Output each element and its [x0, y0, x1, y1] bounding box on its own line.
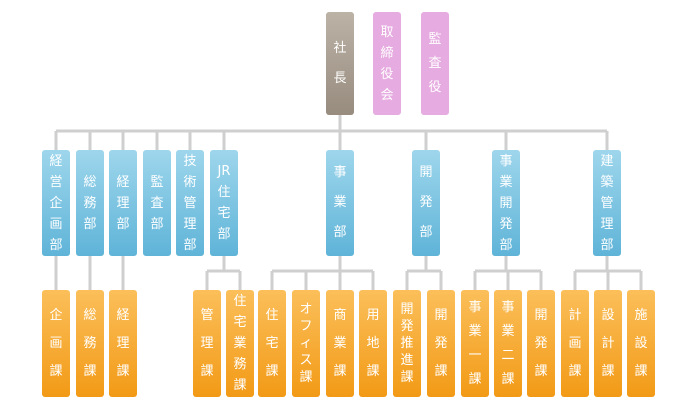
division-label: 総務部 — [83, 174, 97, 232]
division-box: 経営企画部 — [42, 150, 70, 256]
division-label: JR住宅部 — [217, 164, 231, 242]
division-label: 事業開発部 — [499, 153, 513, 253]
section-box: オフィス課 — [292, 290, 320, 397]
division-label: 経理部 — [116, 174, 130, 232]
section-label: 事業二課 — [501, 299, 515, 387]
division-label: 監査部 — [150, 174, 164, 232]
section-label: 開発推進課 — [400, 302, 414, 385]
section-box: 企画課 — [42, 290, 70, 397]
division-label: 技術管理部 — [183, 153, 197, 253]
division-box: 監査部 — [143, 150, 171, 256]
section-label: 総務課 — [83, 307, 97, 379]
section-box: 開発課 — [527, 290, 555, 397]
section-box: 開発課 — [427, 290, 455, 397]
division-box: 経理部 — [109, 150, 137, 256]
section-box: 住宅課 — [258, 290, 286, 397]
section-box: 開発推進課 — [393, 290, 421, 397]
president-label: 社長 — [333, 40, 347, 86]
division-box: 技術管理部 — [176, 150, 204, 256]
section-box: 経理課 — [109, 290, 137, 397]
board-of-directors-label: 取締役会 — [380, 24, 394, 103]
division-box: 事業部 — [326, 150, 354, 256]
board-of-directors-box: 取締役会 — [373, 12, 401, 115]
section-box: 用地課 — [359, 290, 387, 397]
section-box: 住宅業務課 — [226, 290, 254, 397]
section-box: 施設課 — [627, 290, 655, 397]
section-label: 経理課 — [116, 307, 130, 379]
section-label: 用地課 — [366, 307, 380, 379]
section-box: 管理課 — [193, 290, 221, 397]
section-label: 設計課 — [601, 307, 615, 379]
division-box: 事業開発部 — [492, 150, 520, 256]
division-label: 経営企画部 — [49, 153, 63, 253]
section-box: 事業一課 — [461, 290, 489, 397]
president-box: 社長 — [326, 12, 354, 115]
section-label: 施設課 — [634, 307, 648, 379]
division-label: 事業部 — [333, 165, 347, 240]
section-box: 総務課 — [76, 290, 104, 397]
section-label: 開発課 — [534, 307, 548, 379]
auditor-box: 監査役 — [421, 12, 449, 115]
section-label: 住宅業務課 — [233, 294, 247, 393]
section-box: 事業二課 — [494, 290, 522, 397]
section-label: 企画課 — [49, 307, 63, 379]
division-box: 建築管理部 — [593, 150, 621, 256]
section-label: 商業課 — [333, 307, 347, 379]
section-box: 商業課 — [326, 290, 354, 397]
division-label: 建築管理部 — [600, 153, 614, 253]
division-box: JR住宅部 — [210, 150, 238, 256]
division-box: 総務部 — [76, 150, 104, 256]
division-box: 開発部 — [412, 150, 440, 256]
auditor-label: 監査役 — [428, 31, 442, 95]
section-label: 住宅課 — [265, 307, 279, 379]
section-label: 開発課 — [434, 307, 448, 379]
section-label: オフィス課 — [299, 302, 313, 385]
section-box: 計画課 — [561, 290, 589, 397]
section-box: 設計課 — [594, 290, 622, 397]
section-label: 計画課 — [568, 307, 582, 379]
division-label: 開発部 — [419, 165, 433, 240]
section-label: 管理課 — [200, 307, 214, 379]
section-label: 事業一課 — [468, 299, 482, 387]
